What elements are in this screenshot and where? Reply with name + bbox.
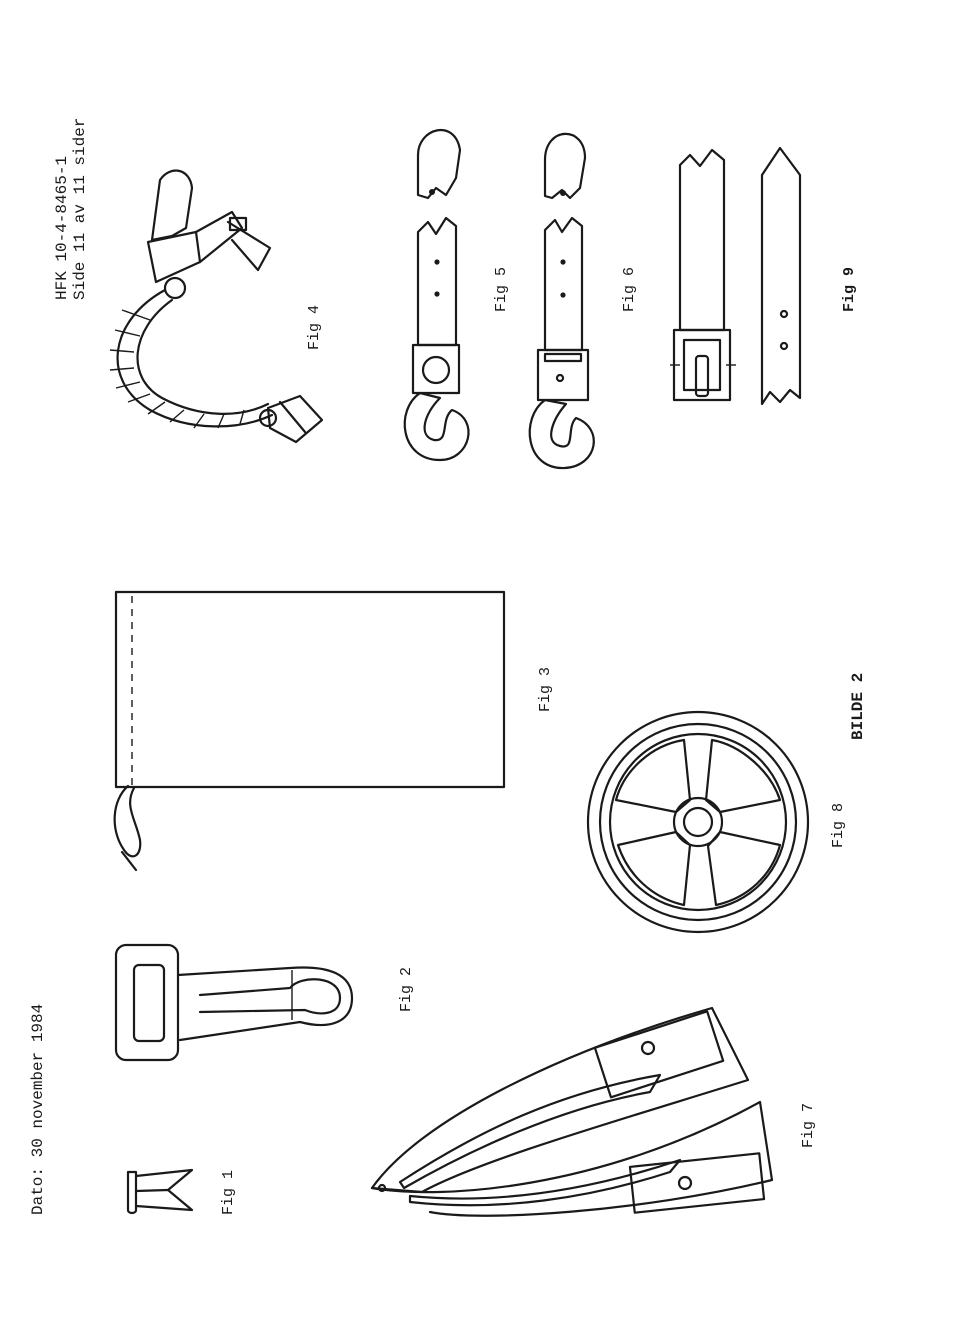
fig1-rivet-illustration: [126, 1168, 194, 1215]
coil-outline-inner: [136, 298, 270, 415]
fig8-caption: Fig 8: [830, 803, 847, 848]
fig4-caption: Fig 4: [306, 305, 323, 350]
fig2-snap-hook-illustration: [114, 943, 354, 1062]
reference-number: HFK 10-4-8465-1: [53, 156, 71, 300]
fig9-caption: Fig 9: [841, 267, 858, 312]
fig9-belt-illustration: [670, 146, 802, 406]
fig8-wheel-illustration: [586, 710, 810, 934]
fig4-elastic-cord-illustration: [109, 169, 324, 444]
fig2-caption: Fig 2: [398, 967, 415, 1012]
fig5-hook-strap-illustration: [403, 129, 470, 462]
reference-header: HFK 10-4-8465-1 Side 11 av 11 sider: [53, 118, 89, 300]
fig1-caption: Fig 1: [220, 1170, 237, 1215]
fig6-hook-strap-illustration: [528, 132, 595, 470]
fig7-caption: Fig 7: [800, 1103, 817, 1148]
fig5-caption: Fig 5: [493, 267, 510, 312]
coil-outline-outer: [116, 288, 274, 428]
fig3-bag-illustration: [113, 590, 506, 872]
page-count: Side 11 av 11 sider: [71, 118, 89, 300]
fig6-caption: Fig 6: [621, 267, 638, 312]
date-line: Dato: 30 november 1984: [29, 1004, 47, 1215]
fig3-caption: Fig 3: [537, 667, 554, 712]
fig7-sheath-illustration: [370, 1006, 774, 1217]
plate-title: BILDE 2: [849, 673, 867, 740]
